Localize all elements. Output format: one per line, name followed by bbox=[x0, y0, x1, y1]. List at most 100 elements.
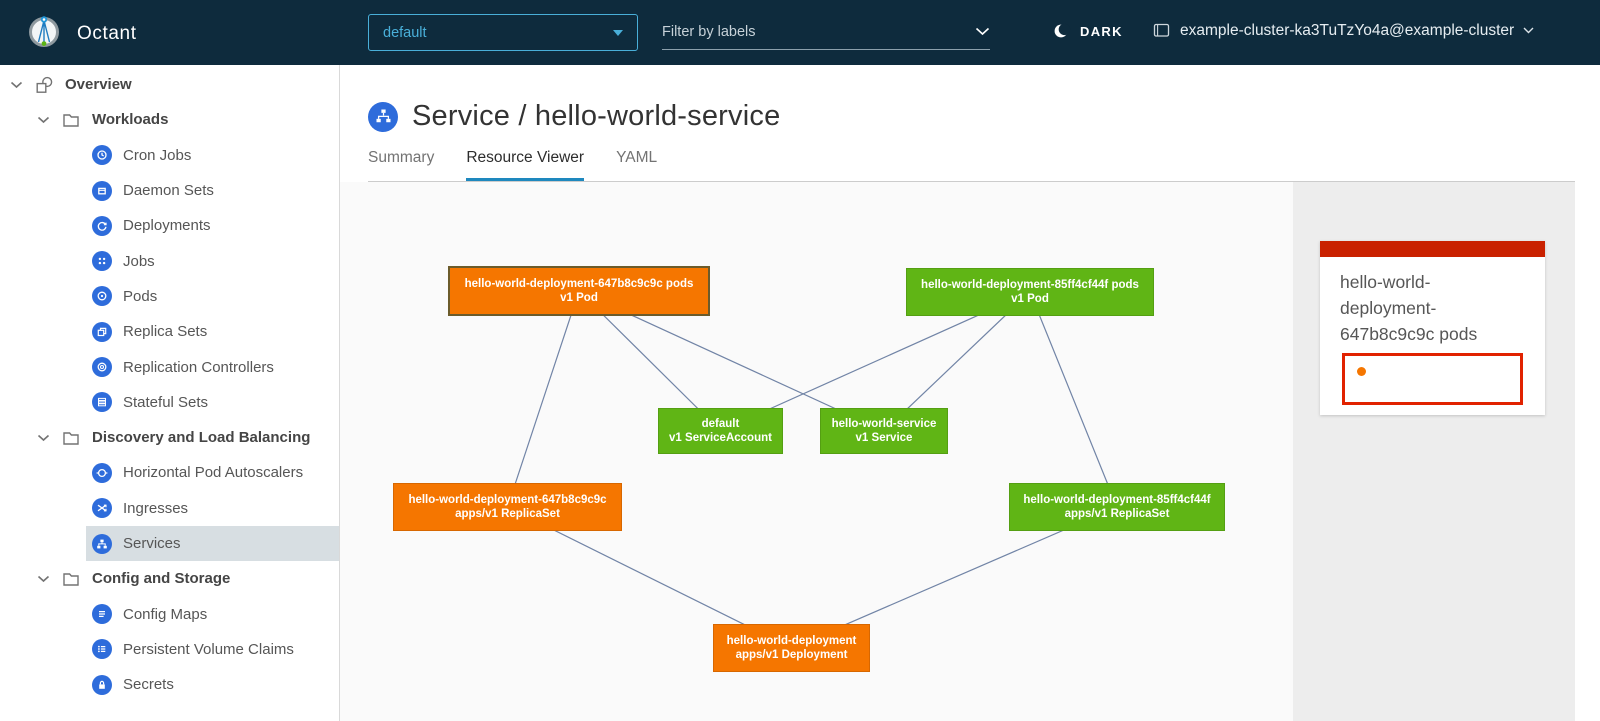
moon-icon bbox=[1053, 22, 1071, 40]
tab-summary[interactable]: Summary bbox=[368, 149, 435, 166]
chevron-down-icon[interactable] bbox=[37, 116, 50, 124]
graph-node-serviceaccount-default[interactable]: default v1 ServiceAccount bbox=[658, 408, 783, 454]
service-icon bbox=[368, 101, 398, 132]
card-accent-bar bbox=[1320, 241, 1545, 257]
sidebar-item-label: Deployments bbox=[123, 217, 211, 235]
brand: Octant bbox=[24, 11, 137, 56]
sidebar-item-label: Persistent Volume Claims bbox=[123, 640, 294, 658]
services-icon bbox=[92, 533, 112, 554]
page-header: Service / hello-world-service bbox=[368, 100, 780, 133]
node-label-line1: hello-world-deployment-647b8c9c9c bbox=[408, 494, 607, 506]
graph-node-deployment-hello-world-deployment[interactable]: hello-world-deployment apps/v1 Deploymen… bbox=[713, 624, 870, 672]
graph-node-replicaset-647b8c9c9c[interactable]: hello-world-deployment-647b8c9c9c apps/v… bbox=[393, 483, 622, 531]
sidebar-item-ingresses[interactable]: Ingresses bbox=[0, 491, 339, 526]
sidebar-item-persistent-volume-claims[interactable]: Persistent Volume Claims bbox=[0, 632, 339, 667]
graph-node-pod-85ff4cf44f[interactable]: hello-world-deployment-85ff4cf44f pods v… bbox=[906, 268, 1154, 316]
sidebar-item-stateful-sets[interactable]: Stateful Sets bbox=[0, 385, 339, 420]
node-label-line2: apps/v1 Deployment bbox=[735, 649, 848, 661]
graph-node-replicaset-85ff4cf44f[interactable]: hello-world-deployment-85ff4cf44f apps/v… bbox=[1009, 483, 1225, 531]
sidebar-item-label: Config Maps bbox=[123, 605, 208, 623]
chevron-down-icon[interactable] bbox=[37, 575, 50, 583]
page-title: Service / hello-world-service bbox=[412, 100, 781, 132]
node-detail-card: hello-world-deployment-647b8c9c9c pods bbox=[1320, 241, 1545, 415]
sidebar-item-label: Jobs bbox=[123, 252, 155, 270]
pod-status-box bbox=[1342, 353, 1523, 405]
sidebar-item-label: Stateful Sets bbox=[123, 393, 209, 411]
graph-node-service-hello-world-service[interactable]: hello-world-service v1 Service bbox=[820, 408, 948, 454]
tab-yaml[interactable]: YAML bbox=[616, 149, 658, 166]
horizontal-pod-autoscalers-icon bbox=[92, 462, 112, 483]
node-label-line1: hello-world-deployment bbox=[726, 635, 857, 647]
node-label-line1: hello-world-deployment-85ff4cf44f pods bbox=[921, 279, 1139, 291]
node-label-line2: v1 Pod bbox=[560, 292, 598, 304]
sidebar-group-label: Workloads bbox=[92, 111, 169, 129]
sidebar-item-label: Daemon Sets bbox=[123, 182, 214, 200]
graph-node-pod-647b8c9c9c[interactable]: hello-world-deployment-647b8c9c9c pods v… bbox=[448, 266, 710, 316]
sidebar-item-label: Ingresses bbox=[123, 499, 189, 517]
pods-icon bbox=[92, 286, 112, 307]
sidebar-item-label: Secrets bbox=[123, 676, 174, 694]
sidebar-item-horizontal-pod-autoscalers[interactable]: Horizontal Pod Autoscalers bbox=[0, 455, 339, 490]
dark-theme-toggle[interactable]: DARK bbox=[1053, 22, 1123, 40]
node-label-line2: v1 Service bbox=[855, 432, 913, 444]
sidebar-item-daemon-sets[interactable]: Daemon Sets bbox=[0, 173, 339, 208]
sidebar-item-replica-sets[interactable]: Replica Sets bbox=[0, 314, 339, 349]
daemon-sets-icon bbox=[92, 180, 112, 201]
card-title: hello-world-deployment-647b8c9c9c pods bbox=[1340, 272, 1478, 344]
label-filter bbox=[662, 14, 990, 50]
namespace-select[interactable]: default bbox=[368, 14, 638, 51]
sidebar-group-workloads[interactable]: Workloads bbox=[0, 102, 339, 137]
folder-icon bbox=[61, 110, 81, 130]
sidebar-item-overview[interactable]: Overview bbox=[0, 67, 339, 102]
chevron-down-icon[interactable] bbox=[975, 27, 990, 36]
octant-logo bbox=[24, 11, 64, 56]
pod-status-dot bbox=[1357, 367, 1366, 376]
cluster-context-label: example-cluster-ka3TuTzYo4a@example-clus… bbox=[1180, 21, 1515, 39]
sidebar-item-deployments[interactable]: Deployments bbox=[0, 208, 339, 243]
cluster-context-select[interactable]: example-cluster-ka3TuTzYo4a@example-clus… bbox=[1152, 21, 1534, 40]
sidebar-item-label: Replica Sets bbox=[123, 323, 208, 341]
node-label-line1: hello-world-service bbox=[831, 418, 937, 430]
namespace-selected-value: default bbox=[383, 24, 427, 41]
sidebar-item-label: Replication Controllers bbox=[123, 358, 274, 376]
sidebar-item-jobs[interactable]: Jobs bbox=[0, 243, 339, 278]
chevron-down-icon[interactable] bbox=[37, 434, 50, 442]
node-label-line2: v1 Pod bbox=[1011, 293, 1049, 305]
sidebar-item-cron-jobs[interactable]: Cron Jobs bbox=[0, 138, 339, 173]
sidebar-item-config-maps[interactable]: Config Maps bbox=[0, 596, 339, 631]
stateful-sets-icon bbox=[92, 392, 112, 413]
label-filter-input[interactable] bbox=[662, 23, 975, 40]
node-label-line2: apps/v1 ReplicaSet bbox=[455, 508, 560, 520]
folder-icon bbox=[61, 569, 81, 589]
node-label-line2: v1 ServiceAccount bbox=[669, 432, 772, 444]
ingresses-icon bbox=[92, 498, 112, 519]
cluster-icon bbox=[1152, 21, 1171, 40]
jobs-icon bbox=[92, 251, 112, 272]
node-label-line1: default bbox=[701, 418, 740, 430]
app-title: Octant bbox=[77, 22, 137, 44]
replication-controllers-icon bbox=[92, 357, 112, 378]
sidebar-group-discovery-and-load-balancing[interactable]: Discovery and Load Balancing bbox=[0, 420, 339, 455]
sidebar-item-services[interactable]: Services bbox=[0, 525, 339, 562]
chevron-down-icon[interactable] bbox=[10, 81, 23, 89]
sidebar-item-replication-controllers[interactable]: Replication Controllers bbox=[0, 349, 339, 384]
config-maps-icon bbox=[92, 604, 112, 625]
sidebar-group-label: Config and Storage bbox=[92, 570, 231, 588]
app-header: Octant default DARK bbox=[0, 0, 1600, 65]
persistent-volume-claims-icon bbox=[92, 639, 112, 660]
sidebar-item-label: Cron Jobs bbox=[123, 146, 192, 164]
tab-resource-viewer[interactable]: Resource Viewer bbox=[466, 149, 585, 181]
deployments-icon bbox=[92, 215, 112, 236]
sidebar-item-label: Services bbox=[123, 535, 181, 552]
resource-tabs: Summary Resource Viewer YAML bbox=[368, 149, 689, 181]
node-detail-panel: hello-world-deployment-647b8c9c9c pods bbox=[1293, 182, 1575, 721]
sidebar-group-config-and-storage[interactable]: Config and Storage bbox=[0, 561, 339, 596]
sidebar-nav: Overview Workloads Cron Jobs Daemon Sets bbox=[0, 65, 340, 721]
replica-sets-icon bbox=[92, 321, 112, 342]
sidebar-item-pods[interactable]: Pods bbox=[0, 279, 339, 314]
dark-theme-label: DARK bbox=[1080, 23, 1123, 39]
sidebar-item-label: Pods bbox=[123, 287, 158, 305]
chevron-down-icon bbox=[1523, 27, 1534, 34]
sidebar-item-secrets[interactable]: Secrets bbox=[0, 667, 339, 702]
